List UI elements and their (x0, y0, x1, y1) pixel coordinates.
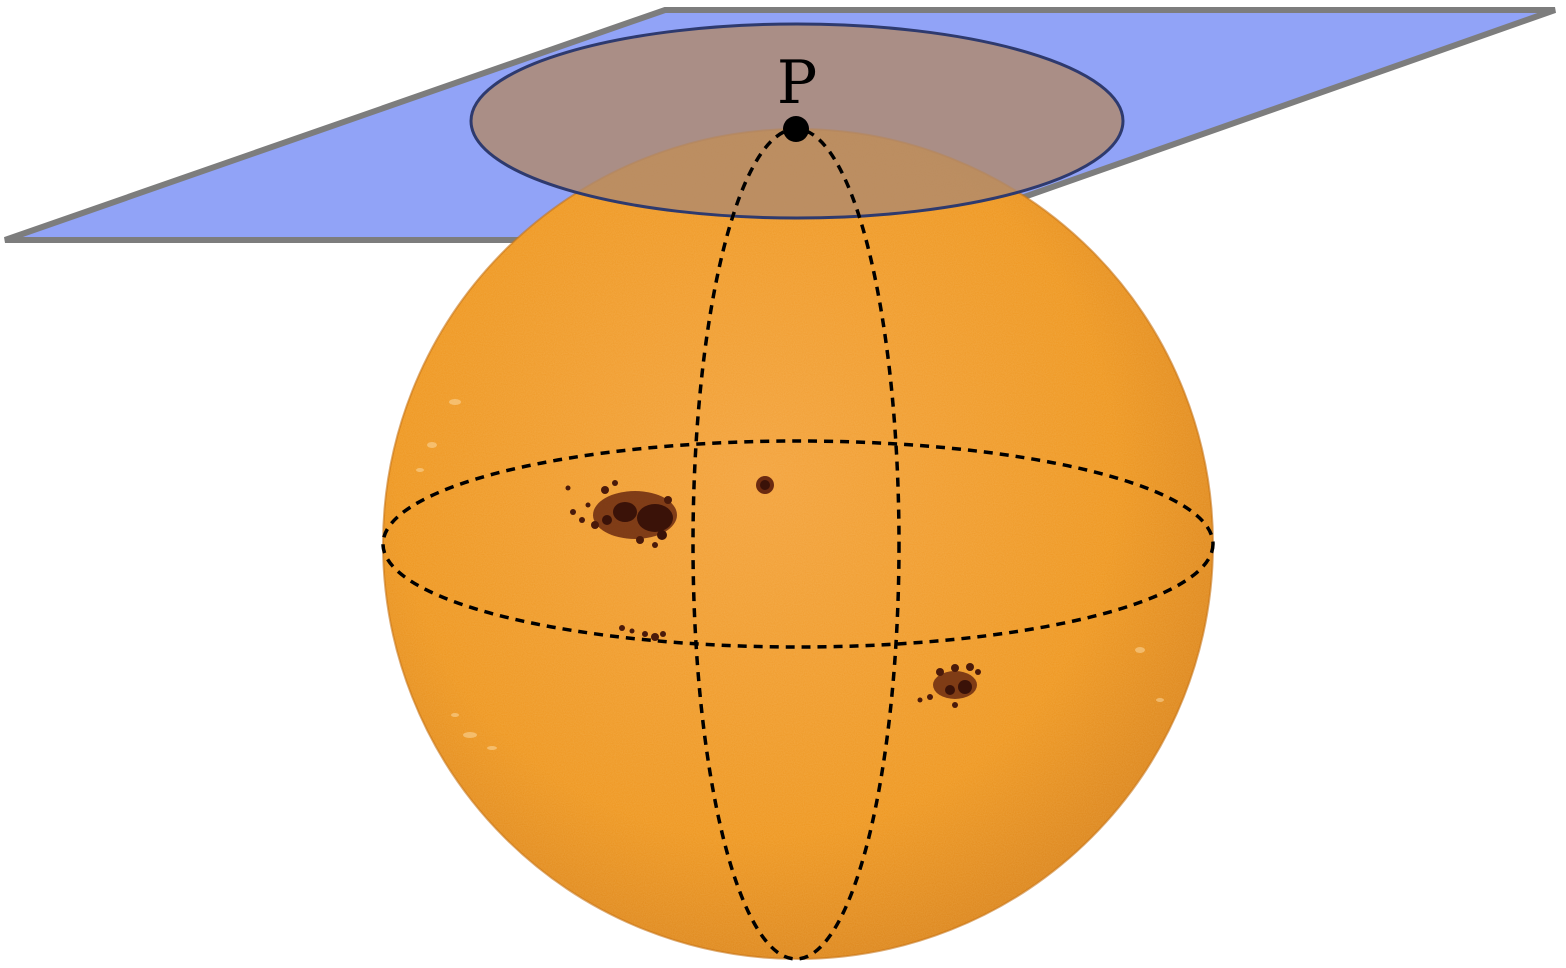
sunspot-group-large (565, 480, 677, 548)
equator-line (381, 439, 1215, 649)
sun-granulation (383, 129, 1213, 959)
faculae (416, 399, 1164, 750)
point-p-dot (783, 116, 809, 142)
point-p-label: P (777, 48, 817, 118)
sun-disk (382, 128, 1214, 960)
sunspot-group-small (619, 625, 666, 641)
sunspot-single (756, 476, 774, 494)
sunspot-group-right (917, 663, 981, 708)
